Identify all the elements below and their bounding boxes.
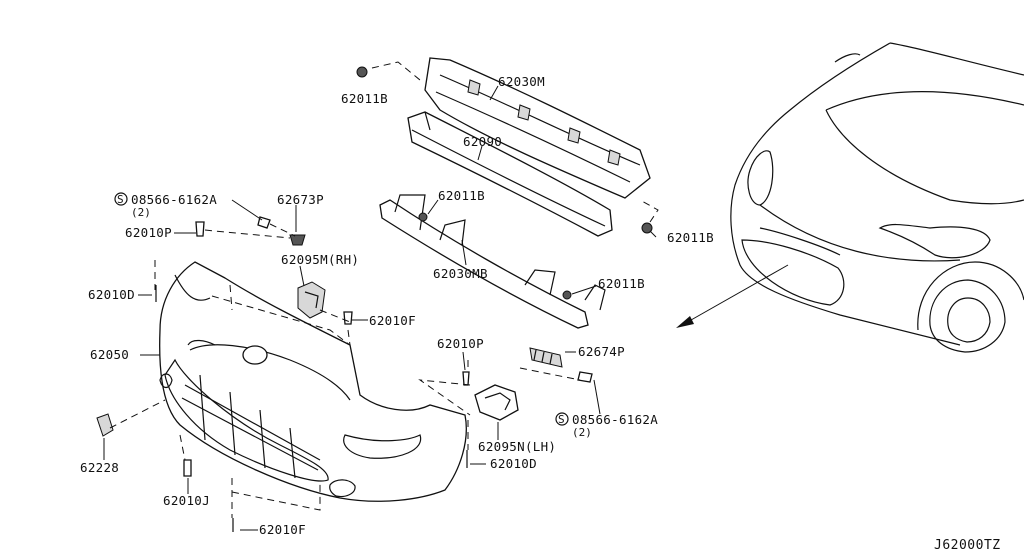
callout-08566-bottom: 08566-6162A [572,412,658,427]
callout-62011B-low: 62011B [598,276,645,291]
callout-62010P-left: 62010P [125,225,172,240]
callout-62010P-right: 62010P [437,336,484,351]
callout-62674P: 62674P [578,344,625,359]
callout-08566-top-qty: (2) [131,206,151,219]
bracket-62095N [474,384,519,421]
s-marker-bottom: S [555,412,569,426]
callout-08566-bottom-qty: (2) [572,426,592,439]
callout-62090: 62090 [463,134,502,149]
reinforcement-62030MB [379,194,606,329]
part-62228 [96,413,114,437]
car-outline [730,42,1024,353]
diagram-code: J62000TZ [934,538,1001,553]
bumper-fascia-62050 [159,261,467,502]
svg-text:S: S [117,193,124,206]
callout-62011B-tl: 62011B [341,91,388,106]
callout-62010J: 62010J [163,493,210,508]
callout-62010F-mid: 62010F [369,313,416,328]
part-62674P [529,347,563,368]
callout-62010F-bottom: 62010F [259,522,306,537]
callouts: 62030M 62011B 62090 62011B 62011B 62011B… [80,74,714,537]
callout-62010D-right: 62010D [490,456,537,471]
callout-62095N: 62095N(LH) [478,439,556,454]
s-marker-top: S [114,192,128,206]
callout-08566-top: 08566-6162A [131,192,217,207]
callout-62011B-mid: 62011B [438,188,485,203]
direction-arrow [676,264,789,328]
svg-text:S: S [558,413,565,426]
bracket-62095M [297,281,326,319]
reinforcement-62030M [424,57,651,199]
fasteners [155,66,653,532]
callout-62673P: 62673P [277,192,324,207]
callout-62030M: 62030M [498,74,545,89]
absorber-62090 [407,111,613,237]
callout-62228: 62228 [80,460,119,475]
callout-62030MB: 62030MB [433,266,488,281]
callout-62010D-left: 62010D [88,287,135,302]
callout-62011B-right: 62011B [667,230,714,245]
guide-lines [109,61,659,518]
callout-62095M: 62095M(RH) [281,252,359,267]
leader-lines [103,85,657,531]
callout-62050: 62050 [90,347,129,362]
